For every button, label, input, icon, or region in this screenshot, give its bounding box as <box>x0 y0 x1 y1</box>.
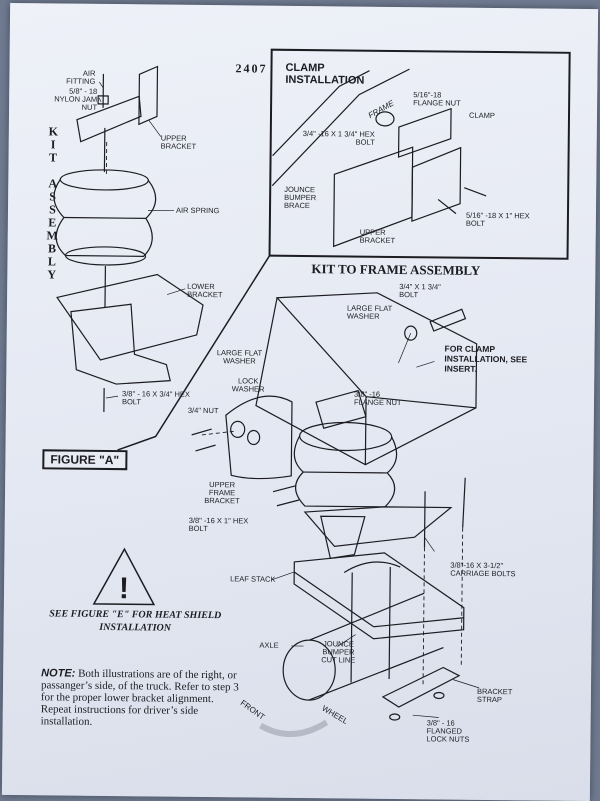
insert-bolt <box>464 188 486 196</box>
label-large-flat-washer-top: LARGE FLAT WASHER <box>347 304 405 321</box>
kit-assembly-vertical-title: K I T A S S E M B L Y <box>45 125 61 281</box>
label-air-fitting: AIR FITTING <box>61 69 95 85</box>
label-nut-34: 3/4" NUT <box>188 407 219 415</box>
frame-air-spring <box>294 436 397 507</box>
label-insert-hex-bolt-34: 3/4" -16 x 1 3/4" HEX BOLT <box>299 130 375 147</box>
label-insert-clamp: CLAMP <box>469 112 495 120</box>
label-hex-bolt: 3/8" - 16 x 3/4" HEX BOLT <box>122 390 192 407</box>
doc-number: 2407 <box>235 61 267 76</box>
label-large-flat-washer: LARGE FLAT WASHER <box>214 349 264 366</box>
note-label: NOTE: <box>41 667 75 679</box>
front-wheel-arrow <box>261 722 327 735</box>
kit-letter: Y <box>45 268 59 281</box>
label-flanged-lock-nuts: 3/8" - 16 FLANGED LOCK NUTS <box>426 719 476 744</box>
insert-upper-bracket <box>412 147 461 221</box>
label-nylon-jam-nut: 5/8" - 18 NYLON JAM NUT <box>53 87 97 111</box>
label-flange-nut: 3/8" -16 FLANGE NUT <box>354 391 412 408</box>
label-bolt-34: 3/4" x 1 3/4" BOLT <box>399 283 455 300</box>
bolt-34 <box>430 309 465 331</box>
label-axle: AXLE <box>259 642 278 650</box>
exclamation-icon: ! <box>119 572 129 605</box>
label-upper-bracket: UPPER BRACKET <box>161 135 209 152</box>
clamp-installation-title: CLAMP INSTALLATION <box>285 62 375 87</box>
label-insert-hex-bolt-516: 5/16" -18 x 1" HEX BOLT <box>466 212 546 229</box>
label-insert-flange-nut: 5/16"-18 FLANGE NUT <box>413 91 473 108</box>
label-air-spring: AIR SPRING <box>176 207 219 215</box>
kit-lower-bracket-top <box>56 273 203 361</box>
heat-shield-warning: SEE FIGURE "E" FOR HEAT SHIELD INSTALLAT… <box>48 607 223 635</box>
label-upper-frame-bracket: UPPER FRAME BRACKET <box>199 481 245 505</box>
label-insert-upper-bracket: UPPER BRACKET <box>360 229 406 245</box>
label-bracket-strap: BRACKET STRAP <box>477 688 517 704</box>
frame-rail-side <box>255 298 477 466</box>
label-jounce-bumper-cut-line: JOUNCE BUMPER CUT LINE <box>315 640 361 664</box>
kit-to-frame-title: KIT TO FRAME ASSEMBLY <box>311 261 480 279</box>
label-lock-washer: LOCK WASHER <box>228 377 268 393</box>
bracket-strap <box>383 667 459 708</box>
label-lower-bracket: LOWER BRACKET <box>187 283 231 299</box>
label-jounce-bumper-brace: JOUNCE BUMPER BRACE <box>284 186 334 211</box>
clamp-note: FOR CLAMP INSTALLATION, SEE INSERT. <box>444 344 540 375</box>
note-paragraph: NOTE: Both illustrations are of the righ… <box>41 667 242 729</box>
kit-lower-bracket-side <box>70 304 171 385</box>
figure-a-label: FIGURE "A" <box>42 449 127 470</box>
kit-letter: T <box>46 151 60 164</box>
kit-upper-bracket-flange <box>139 66 158 124</box>
label-frame-hex-bolt: 3/8" -16 x 1" HEX BOLT <box>189 517 263 534</box>
instruction-sheet: ! 2407 K I T A S S E M B L Y AIR FITTING… <box>2 3 598 801</box>
label-leaf-stack: LEAF STACK <box>230 575 275 583</box>
label-carriage-bolts: 3/8"-16 X 3-1/2" CARRIAGE BOLTS <box>450 562 524 579</box>
